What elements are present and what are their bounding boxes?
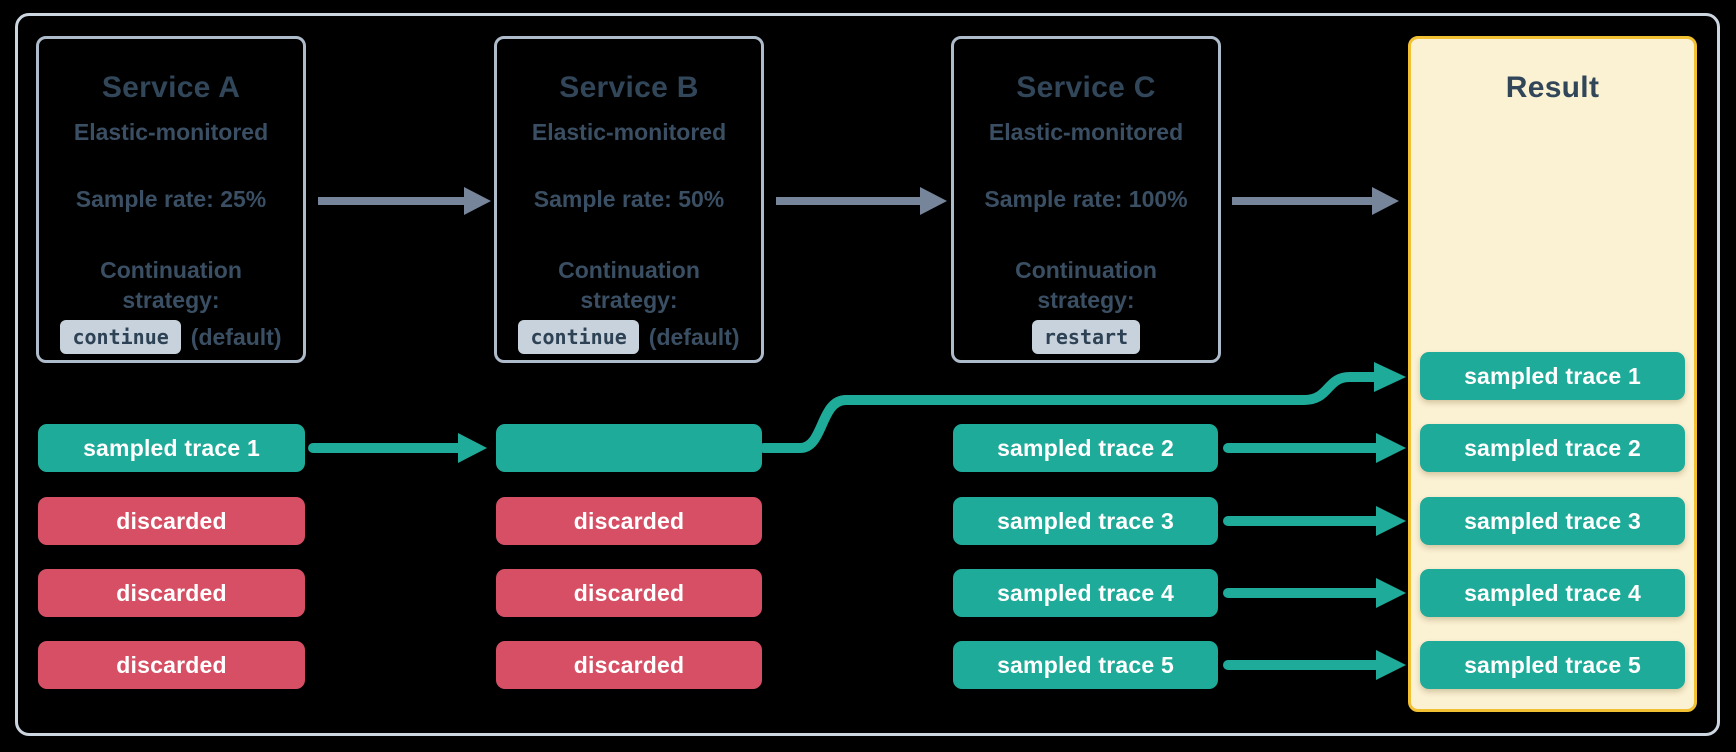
discarded-chip: discarded [496,569,762,617]
service-c-title: Service C [1016,71,1156,104]
result-trace-chip: sampled trace 2 [1420,424,1685,472]
discarded-chip: discarded [496,641,762,689]
sampled-trace-chip: sampled trace 5 [953,641,1218,689]
service-a-card: Service A Elastic-monitored Sample rate:… [36,36,306,363]
service-b-card: Service B Elastic-monitored Sample rate:… [494,36,764,363]
service-b-strategy-code: continue [518,320,639,354]
result-trace-chip: sampled trace 3 [1420,497,1685,545]
sampled-trace-chip: sampled trace 2 [953,424,1218,472]
service-b-strategy-label: Continuation strategy: [558,257,700,313]
service-b-strategy-row: continue (default) [518,319,740,355]
service-a-title: Service A [101,71,241,104]
service-b-sample-rate: Sample rate: 50% [533,186,725,212]
service-c-strategy-row: restart [1031,319,1141,355]
service-c-subtitle: Elastic-monitored [988,119,1184,145]
service-a-strategy-note: (default) [190,323,282,350]
service-c-strategy-code: restart [1031,320,1141,354]
passthrough-trace-chip [496,424,762,472]
result-trace-chip: sampled trace 4 [1420,569,1685,617]
result-trace-chip: sampled trace 5 [1420,641,1685,689]
result-trace-chip: sampled trace 1 [1420,352,1685,400]
service-a-strategy-label: Continuation strategy: [100,257,242,313]
sampled-trace-chip: sampled trace 3 [953,497,1218,545]
service-a-sample-rate: Sample rate: 25% [75,186,267,212]
discarded-chip: discarded [38,569,305,617]
service-a-subtitle: Elastic-monitored [73,119,269,145]
result-title: Result [1505,71,1600,104]
service-c-card: Service C Elastic-monitored Sample rate:… [951,36,1221,363]
service-b-subtitle: Elastic-monitored [531,119,727,145]
service-a-strategy-code: continue [60,320,181,354]
service-c-sample-rate: Sample rate: 100% [984,186,1188,212]
service-c-strategy-label: Continuation strategy: [1015,257,1157,313]
sampled-trace-chip: sampled trace 1 [38,424,305,472]
sampled-trace-chip: sampled trace 4 [953,569,1218,617]
service-b-strategy-note: (default) [648,323,740,350]
discarded-chip: discarded [496,497,762,545]
service-b-title: Service B [559,71,699,104]
diagram-outer-frame [15,13,1720,736]
discarded-chip: discarded [38,641,305,689]
discarded-chip: discarded [38,497,305,545]
service-a-strategy-row: continue (default) [60,319,282,355]
